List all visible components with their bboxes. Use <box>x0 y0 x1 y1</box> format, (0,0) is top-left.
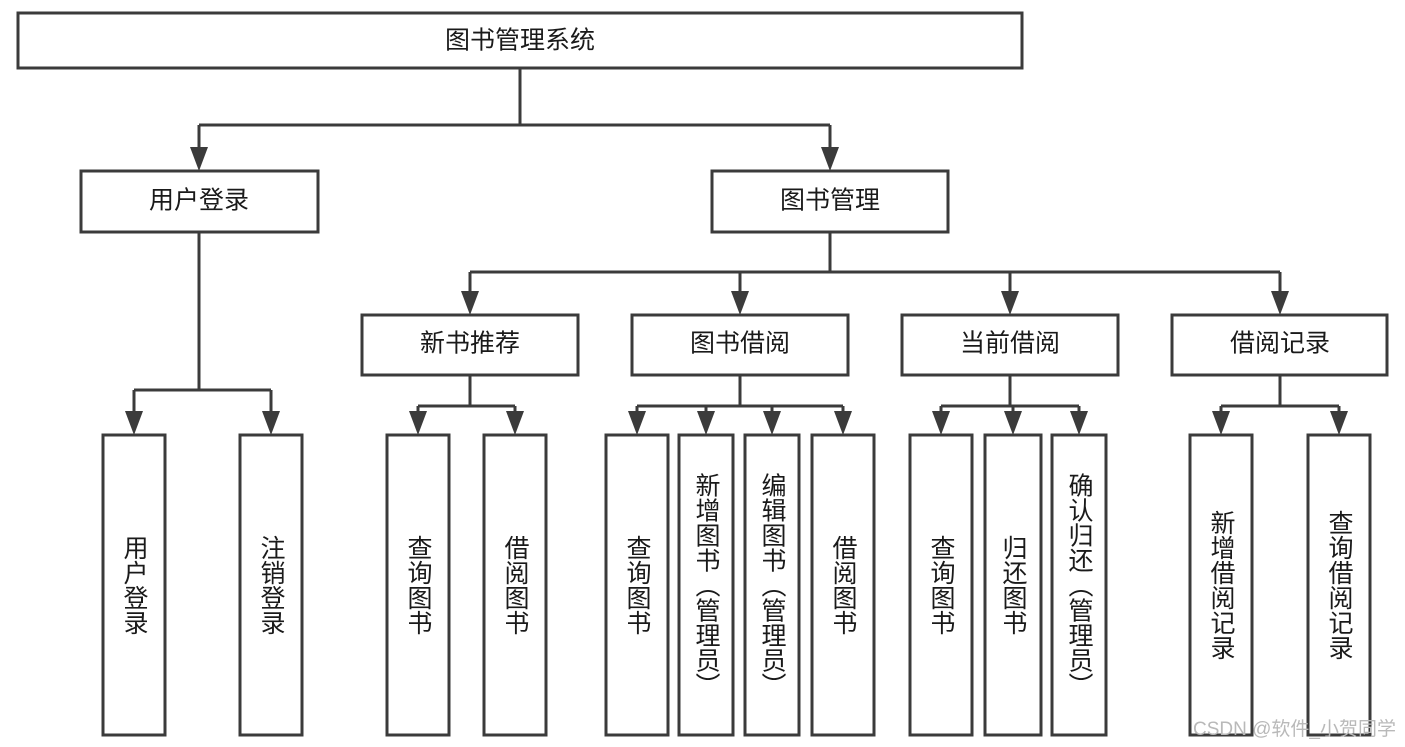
leaf-borrow-book-box[interactable] <box>810 433 876 737</box>
leaf-newbook-query-book-label: 查询图书 <box>404 535 433 635</box>
connector-layer <box>125 68 1348 435</box>
leaf-edit-book-admin[interactable]: 编辑图书（管理员） <box>743 433 801 737</box>
leaf-newbook-borrow-book-box[interactable] <box>482 433 548 737</box>
leaf-add-book-admin-label: 新增图书（管理员） <box>692 473 721 698</box>
watermark: CSDN @软件_小贺同学 <box>1193 718 1396 740</box>
leaf-newbook-query-book-box[interactable] <box>385 433 451 737</box>
leaf-add-book-admin-box[interactable] <box>677 433 735 737</box>
node-book-management[interactable]: 图书管理 <box>710 169 950 234</box>
leaf-user-login-label: 用户登录 <box>120 535 149 635</box>
leaf-borrow-book-label: 借阅图书 <box>829 535 858 635</box>
leaf-borrow-query-book[interactable]: 查询图书 <box>604 433 670 737</box>
leaf-logout-label: 注销登录 <box>257 535 286 635</box>
leaf-add-borrow-record[interactable]: 新增借阅记录 <box>1188 433 1254 737</box>
leaf-borrow-query-book-box[interactable] <box>604 433 670 737</box>
leaf-user-login-box[interactable] <box>101 433 167 737</box>
leaf-borrow-query-book-label: 查询图书 <box>623 535 652 635</box>
node-book-borrow-label: 图书借阅 <box>690 330 790 358</box>
arrow-userlogin-leaf-1 <box>125 411 143 435</box>
node-book-management-box[interactable] <box>710 169 950 234</box>
node-borrow-record-label: 借阅记录 <box>1230 330 1330 358</box>
leaf-confirm-return-admin[interactable]: 确认归还（管理员） <box>1050 433 1108 737</box>
arrow-to-borrow-record <box>1271 291 1289 315</box>
leaf-current-query-book-label: 查询图书 <box>927 535 956 635</box>
node-user-login[interactable]: 用户登录 <box>79 169 320 234</box>
node-user-login-label: 用户登录 <box>149 187 249 215</box>
leaf-return-book-box[interactable] <box>983 433 1043 737</box>
node-book-borrow[interactable]: 图书借阅 <box>630 313 850 377</box>
leaf-confirm-return-admin-label: 确认归还（管理员） <box>1065 473 1094 698</box>
leaf-current-query-book-box[interactable] <box>908 433 974 737</box>
leaf-edit-book-admin-box[interactable] <box>743 433 801 737</box>
node-root-label: 图书管理系统 <box>445 27 595 55</box>
node-root-box[interactable] <box>16 11 1024 70</box>
leaf-logout[interactable]: 注销登录 <box>238 433 304 737</box>
arrow-root-to-user-login <box>190 147 208 171</box>
leaf-current-query-book[interactable]: 查询图书 <box>908 433 974 737</box>
arrow-current-leaf-3 <box>1070 411 1088 435</box>
leaf-query-borrow-record-box[interactable] <box>1306 433 1372 737</box>
arrow-borrow-leaf-3 <box>763 411 781 435</box>
node-current-borrow-box[interactable] <box>900 313 1120 377</box>
leaf-query-borrow-record[interactable]: 查询借阅记录 <box>1306 433 1372 737</box>
node-borrow-record-box[interactable] <box>1170 313 1389 377</box>
arrow-borrow-leaf-2 <box>697 411 715 435</box>
arrow-newbook-leaf-2 <box>506 411 524 435</box>
leaf-add-borrow-record-box[interactable] <box>1188 433 1254 737</box>
leaf-return-book-label: 归还图书 <box>999 535 1028 635</box>
node-book-management-label: 图书管理 <box>780 187 880 215</box>
node-user-login-box[interactable] <box>79 169 320 234</box>
arrow-root-to-book-mgmt <box>821 147 839 171</box>
leaf-return-book[interactable]: 归还图书 <box>983 433 1043 737</box>
arrow-to-new-book-rec <box>461 291 479 315</box>
leaf-newbook-query-book[interactable]: 查询图书 <box>385 433 451 737</box>
node-book-borrow-box[interactable] <box>630 313 850 377</box>
node-root[interactable]: 图书管理系统 <box>16 11 1024 70</box>
leaf-edit-book-admin-label: 编辑图书（管理员） <box>758 473 787 698</box>
leaf-add-book-admin[interactable]: 新增图书（管理员） <box>677 433 735 737</box>
arrow-to-book-borrow <box>731 291 749 315</box>
arrow-current-leaf-1 <box>932 411 950 435</box>
arrow-current-leaf-2 <box>1004 411 1022 435</box>
arrow-borrow-leaf-4 <box>834 411 852 435</box>
arrow-borrow-leaf-1 <box>628 411 646 435</box>
node-current-borrow-label: 当前借阅 <box>960 330 1060 358</box>
arrow-to-current-borrow <box>1001 291 1019 315</box>
node-new-book-recommend[interactable]: 新书推荐 <box>360 313 580 377</box>
arrow-record-leaf-2 <box>1330 411 1348 435</box>
arrow-userlogin-leaf-2 <box>262 411 280 435</box>
leaf-confirm-return-admin-box[interactable] <box>1050 433 1108 737</box>
leaf-query-borrow-record-label: 查询借阅记录 <box>1325 510 1354 660</box>
leaf-user-login[interactable]: 用户登录 <box>101 433 167 737</box>
node-new-book-recommend-box[interactable] <box>360 313 580 377</box>
arrow-newbook-leaf-1 <box>409 411 427 435</box>
leaf-borrow-book[interactable]: 借阅图书 <box>810 433 876 737</box>
leaf-newbook-borrow-book-label: 借阅图书 <box>501 535 530 635</box>
leaf-logout-box[interactable] <box>238 433 304 737</box>
leaf-newbook-borrow-book[interactable]: 借阅图书 <box>482 433 548 737</box>
leaf-add-borrow-record-label: 新增借阅记录 <box>1207 510 1236 660</box>
node-borrow-record[interactable]: 借阅记录 <box>1170 313 1389 377</box>
node-new-book-recommend-label: 新书推荐 <box>420 330 520 358</box>
node-current-borrow[interactable]: 当前借阅 <box>900 313 1120 377</box>
arrow-record-leaf-1 <box>1212 411 1230 435</box>
